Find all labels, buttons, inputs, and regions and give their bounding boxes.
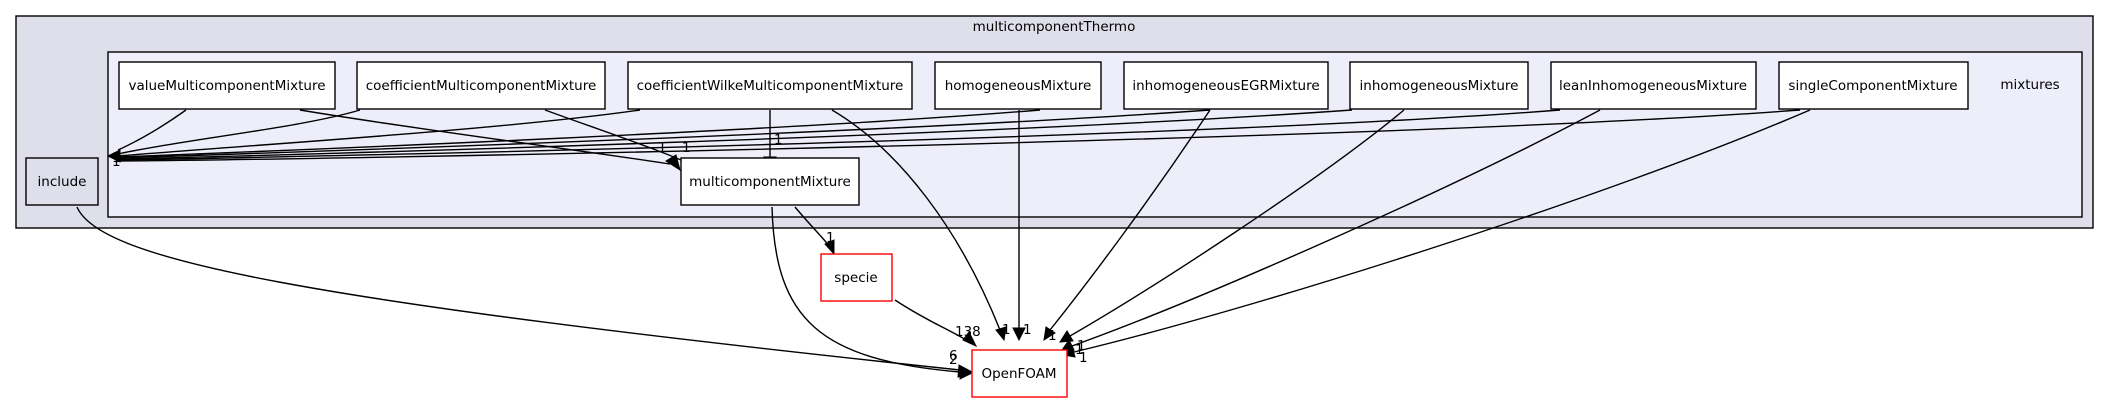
edge-label-include-a: 1 bbox=[112, 150, 121, 166]
node-label-inhomogeneousMixture: inhomogeneousMixture bbox=[1360, 78, 1519, 94]
node-multicomponentMixture[interactable]: multicomponentMixture bbox=[680, 157, 860, 206]
edge-label-openfoam-include: 6 bbox=[949, 348, 958, 364]
node-label-multicomponentMixture: multicomponentMixture bbox=[689, 174, 851, 190]
node-coefficientWilkeMulticomponentMixture[interactable]: coefficientWilkeMulticomponentMixture bbox=[627, 61, 913, 110]
node-label-include: include bbox=[38, 174, 87, 190]
edge-label-openfoam-egr: 1 bbox=[1048, 328, 1057, 344]
edge-labels: 1 1 1 1 1 1 2 6 138 1 1 1 1 1 1 bbox=[112, 132, 1088, 368]
node-singleComponentMixture[interactable]: singleComponentMixture bbox=[1778, 61, 1969, 110]
node-valueMulticomponentMixture[interactable]: valueMulticomponentMixture bbox=[118, 61, 336, 110]
node-leanInhomogeneousMixture[interactable]: leanInhomogeneousMixture bbox=[1550, 61, 1757, 110]
node-coefficientMulticomponentMixture[interactable]: coefficientMulticomponentMixture bbox=[356, 61, 606, 110]
edge-label-mcm-a: 1 bbox=[658, 140, 667, 156]
node-label-inhomogeneousEGRMixture: inhomogeneousEGRMixture bbox=[1132, 78, 1319, 94]
node-OpenFOAM[interactable]: OpenFOAM bbox=[971, 349, 1068, 398]
node-label-coefficientMulticomponentMixture: coefficientMulticomponentMixture bbox=[366, 78, 597, 94]
node-include[interactable]: include bbox=[25, 157, 99, 206]
cluster-title-multicomponentThermo: multicomponentThermo bbox=[973, 19, 1136, 35]
node-label-homogeneousMixture: homogeneousMixture bbox=[945, 78, 1092, 94]
node-label-specie: specie bbox=[834, 270, 877, 286]
node-homogeneousMixture[interactable]: homogeneousMixture bbox=[934, 61, 1102, 110]
node-label-singleComponentMixture: singleComponentMixture bbox=[1788, 78, 1957, 94]
edge-label-mcm-c: 1 bbox=[774, 132, 783, 148]
edge-label-openfoam-lean: 1 bbox=[1077, 338, 1086, 354]
edge-label-include-b: 1 bbox=[112, 154, 121, 170]
cluster-title-mixtures: mixtures bbox=[2000, 77, 2059, 93]
node-label-leanInhomogeneousMixture: leanInhomogeneousMixture bbox=[1559, 78, 1747, 94]
edge-label-openfoam-single: 1 bbox=[1079, 350, 1088, 366]
edge-label-specie: 1 bbox=[826, 230, 835, 246]
edge-label-openfoam-inhomog: 1 bbox=[1075, 342, 1084, 358]
node-label-coefficientWilkeMulticomponentMixture: coefficientWilkeMulticomponentMixture bbox=[637, 78, 904, 94]
node-specie[interactable]: specie bbox=[820, 253, 893, 302]
edges bbox=[76, 109, 1811, 380]
node-label-OpenFOAM: OpenFOAM bbox=[981, 366, 1056, 382]
node-inhomogeneousEGRMixture[interactable]: inhomogeneousEGRMixture bbox=[1123, 61, 1329, 110]
edge-label-mcm-b: 1 bbox=[682, 140, 691, 156]
edge-label-openfoam-homog: 1 bbox=[1023, 322, 1032, 338]
edge-label-openfoam-specie: 138 bbox=[955, 324, 981, 340]
edge-label-openfoam-wilke: 1 bbox=[1002, 322, 1011, 338]
node-inhomogeneousMixture[interactable]: inhomogeneousMixture bbox=[1349, 61, 1529, 110]
edge-label-openfoam-mcm: 2 bbox=[949, 352, 958, 368]
node-label-valueMulticomponentMixture: valueMulticomponentMixture bbox=[128, 78, 325, 94]
